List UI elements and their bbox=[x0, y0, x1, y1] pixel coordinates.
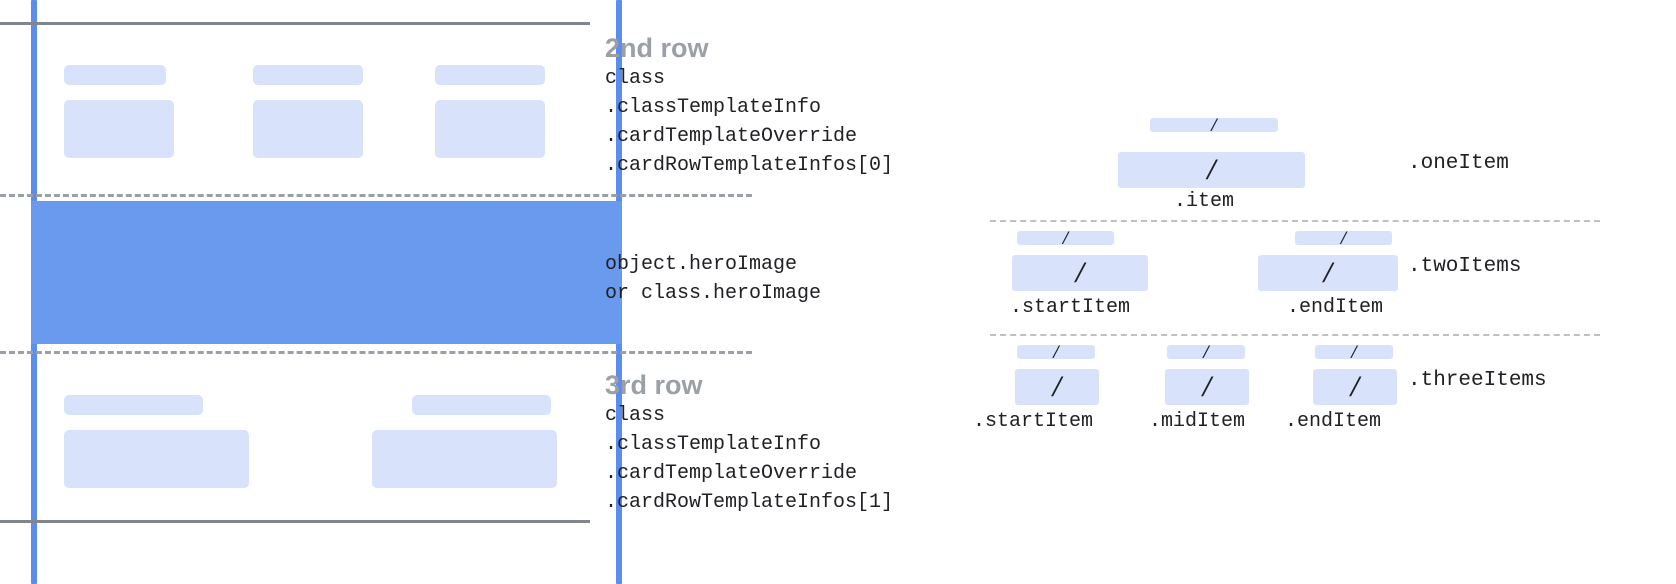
annotation-3rd-row-line-3: .cardTemplateOverride bbox=[605, 462, 858, 485]
three-items-mid-cell-label: .midItem bbox=[1149, 410, 1246, 433]
annotation-3rd-row-line-4: .cardRowTemplateInfos[1] bbox=[605, 491, 894, 514]
row3-col1-value-placeholder bbox=[64, 430, 249, 488]
annotation-2nd-row-line-2: .classTemplateInfo bbox=[605, 96, 822, 119]
annotation-2nd-row: 2nd row class .classTemplateInfo .cardTe… bbox=[605, 32, 893, 180]
row3-col2-value-placeholder bbox=[372, 430, 557, 488]
hero-image-band bbox=[31, 201, 622, 344]
slash-icon: / bbox=[1075, 256, 1085, 289]
slash-icon: / bbox=[1340, 227, 1347, 249]
row-separator-lower bbox=[0, 351, 752, 354]
row-separator-upper bbox=[0, 194, 752, 197]
variant-label-two-items: .twoItems bbox=[1408, 255, 1522, 278]
three-items-end-value-bar: / bbox=[1313, 369, 1397, 405]
slash-icon: / bbox=[1053, 341, 1059, 363]
row2-col1-value-placeholder bbox=[64, 100, 174, 158]
annotation-hero-image: object.heroImage or class.heroImage bbox=[605, 250, 821, 308]
row3-col1-label-placeholder bbox=[64, 395, 203, 415]
two-items-end-cell-label: .endItem bbox=[1287, 296, 1384, 319]
row2-col3-value-placeholder bbox=[435, 100, 545, 158]
annotation-hero-image-line-2: or class.heroImage bbox=[605, 282, 822, 305]
two-items-start-label-bar: / bbox=[1017, 227, 1114, 249]
annotation-2nd-row-heading: 2nd row bbox=[605, 33, 709, 63]
variant-label-one-item: .oneItem bbox=[1408, 152, 1509, 175]
slash-icon: / bbox=[1350, 370, 1360, 403]
row2-col2-label-placeholder bbox=[253, 65, 363, 85]
row2-col3-label-placeholder bbox=[435, 65, 545, 85]
slash-icon: / bbox=[1203, 341, 1209, 363]
three-items-start-value-bar: / bbox=[1015, 369, 1099, 405]
slash-icon: / bbox=[1351, 341, 1357, 363]
card-top-boundary-line bbox=[0, 22, 590, 25]
three-items-end-cell-label: .endItem bbox=[1285, 410, 1382, 433]
annotation-3rd-row-line-2: .classTemplateInfo bbox=[605, 433, 822, 456]
annotation-2nd-row-line-3: .cardTemplateOverride bbox=[605, 125, 858, 148]
three-items-start-cell-label: .startItem bbox=[973, 410, 1094, 433]
one-item-value-bar: / bbox=[1118, 152, 1305, 188]
three-items-mid-label-bar: / bbox=[1167, 341, 1245, 363]
annotation-3rd-row-heading: 3rd row bbox=[605, 370, 703, 400]
slash-icon: / bbox=[1202, 370, 1212, 403]
slash-icon: / bbox=[1323, 256, 1333, 289]
row3-col2-label-placeholder bbox=[412, 395, 551, 415]
variant-separator-lower bbox=[990, 334, 1600, 336]
slash-icon: / bbox=[1062, 227, 1069, 249]
one-item-label-bar: / bbox=[1150, 114, 1278, 136]
slash-icon: / bbox=[1207, 153, 1216, 186]
slash-icon: / bbox=[1052, 370, 1062, 403]
three-items-mid-value-bar: / bbox=[1165, 369, 1249, 405]
item-variants-diagram: / / .item .oneItem / / .startItem / / .e… bbox=[960, 0, 1676, 584]
annotation-2nd-row-line-1: class bbox=[605, 67, 666, 90]
two-items-start-value-bar: / bbox=[1012, 255, 1148, 291]
three-items-end-label-bar: / bbox=[1315, 341, 1393, 363]
one-item-cell-label: .item bbox=[1174, 190, 1235, 213]
annotation-hero-image-line-1: object.heroImage bbox=[605, 253, 798, 276]
card-row-diagram: 2nd row class .classTemplateInfo .cardTe… bbox=[0, 0, 893, 584]
row2-col1-label-placeholder bbox=[64, 65, 166, 85]
slash-icon: / bbox=[1211, 114, 1217, 136]
variant-separator-upper bbox=[990, 220, 1600, 222]
variant-label-three-items: .threeItems bbox=[1408, 369, 1547, 392]
two-items-end-value-bar: / bbox=[1258, 255, 1398, 291]
two-items-end-label-bar: / bbox=[1295, 227, 1392, 249]
card-bottom-boundary-line bbox=[0, 520, 590, 523]
three-items-start-label-bar: / bbox=[1017, 341, 1095, 363]
two-items-start-cell-label: .startItem bbox=[1010, 296, 1131, 319]
annotation-2nd-row-line-4: .cardRowTemplateInfos[0] bbox=[605, 154, 894, 177]
row2-col2-value-placeholder bbox=[253, 100, 363, 158]
annotation-3rd-row: 3rd row class .classTemplateInfo .cardTe… bbox=[605, 369, 893, 517]
annotation-3rd-row-line-1: class bbox=[605, 404, 666, 427]
